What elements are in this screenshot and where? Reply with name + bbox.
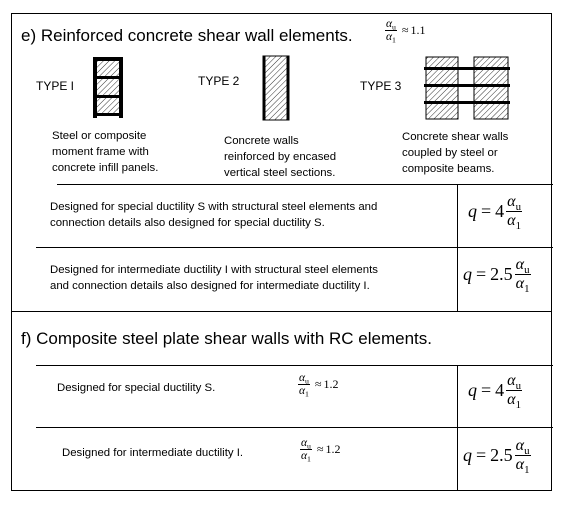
- divider-f-row2: [36, 427, 553, 428]
- f-intermediate-ratio: αu α1 ≈ 1.2: [300, 437, 341, 464]
- type-3-diagram: [424, 56, 510, 120]
- type-1-label: TYPE I: [36, 79, 75, 93]
- divider-f-row1: [36, 365, 553, 366]
- divider-e-rows: [57, 184, 553, 185]
- q-fraction: αu α1: [506, 372, 522, 411]
- e-intermediate-q-formula: q = 2.5 αu α1: [463, 256, 531, 295]
- column-divider-f: [457, 365, 458, 491]
- q-fraction: αu α1: [514, 256, 531, 295]
- type-3-caption: Concrete shear walls coupled by steel or…: [402, 131, 509, 175]
- type-2-diagram: [262, 55, 290, 121]
- q-fraction: αu α1: [506, 193, 522, 232]
- e-special-q-formula: q = 4 αu α1: [468, 193, 522, 232]
- section-e-title: e) Reinforced concrete shear wall elemen…: [21, 26, 353, 45]
- alpha-ratio-fraction: αu α1: [385, 18, 397, 45]
- section-e-ratio: αu α1 ≈ 1.1: [383, 18, 426, 45]
- f-special-ratio: αu α1 ≈ 1.2: [298, 372, 339, 399]
- q-fraction: αu α1: [514, 437, 531, 476]
- divider-section-f: [11, 311, 552, 312]
- f-special-ductility-text: Designed for special ductility S.: [57, 382, 216, 394]
- table-frame: [11, 13, 552, 491]
- f-special-q-formula: q = 4 αu α1: [468, 372, 522, 411]
- divider-e-row2: [36, 247, 553, 248]
- type-1-diagram: [93, 57, 123, 118]
- f-intermediate-ductility-text: Designed for intermediate ductility I.: [62, 447, 244, 459]
- type-1-caption: Steel or composite moment frame with con…: [52, 130, 159, 174]
- e-special-ductility-text: Designed for special ductility S with st…: [50, 201, 378, 229]
- type-2-label: TYPE 2: [198, 74, 240, 88]
- e-intermediate-ductility-text: Designed for intermediate ductility I wi…: [50, 264, 378, 292]
- type-3-label: TYPE 3: [360, 79, 402, 93]
- approx-symbol: ≈: [401, 23, 409, 37]
- type-2-caption: Concrete walls reinforced by encased ver…: [224, 135, 337, 179]
- ratio-value: 1.1: [410, 23, 426, 37]
- section-f-title: f) Composite steel plate shear walls wit…: [21, 329, 432, 348]
- alpha-ratio-fraction: αu α1: [300, 437, 312, 464]
- alpha-ratio-fraction: αu α1: [298, 372, 310, 399]
- f-intermediate-q-formula: q = 2.5 αu α1: [463, 437, 531, 476]
- column-divider-e: [457, 184, 458, 311]
